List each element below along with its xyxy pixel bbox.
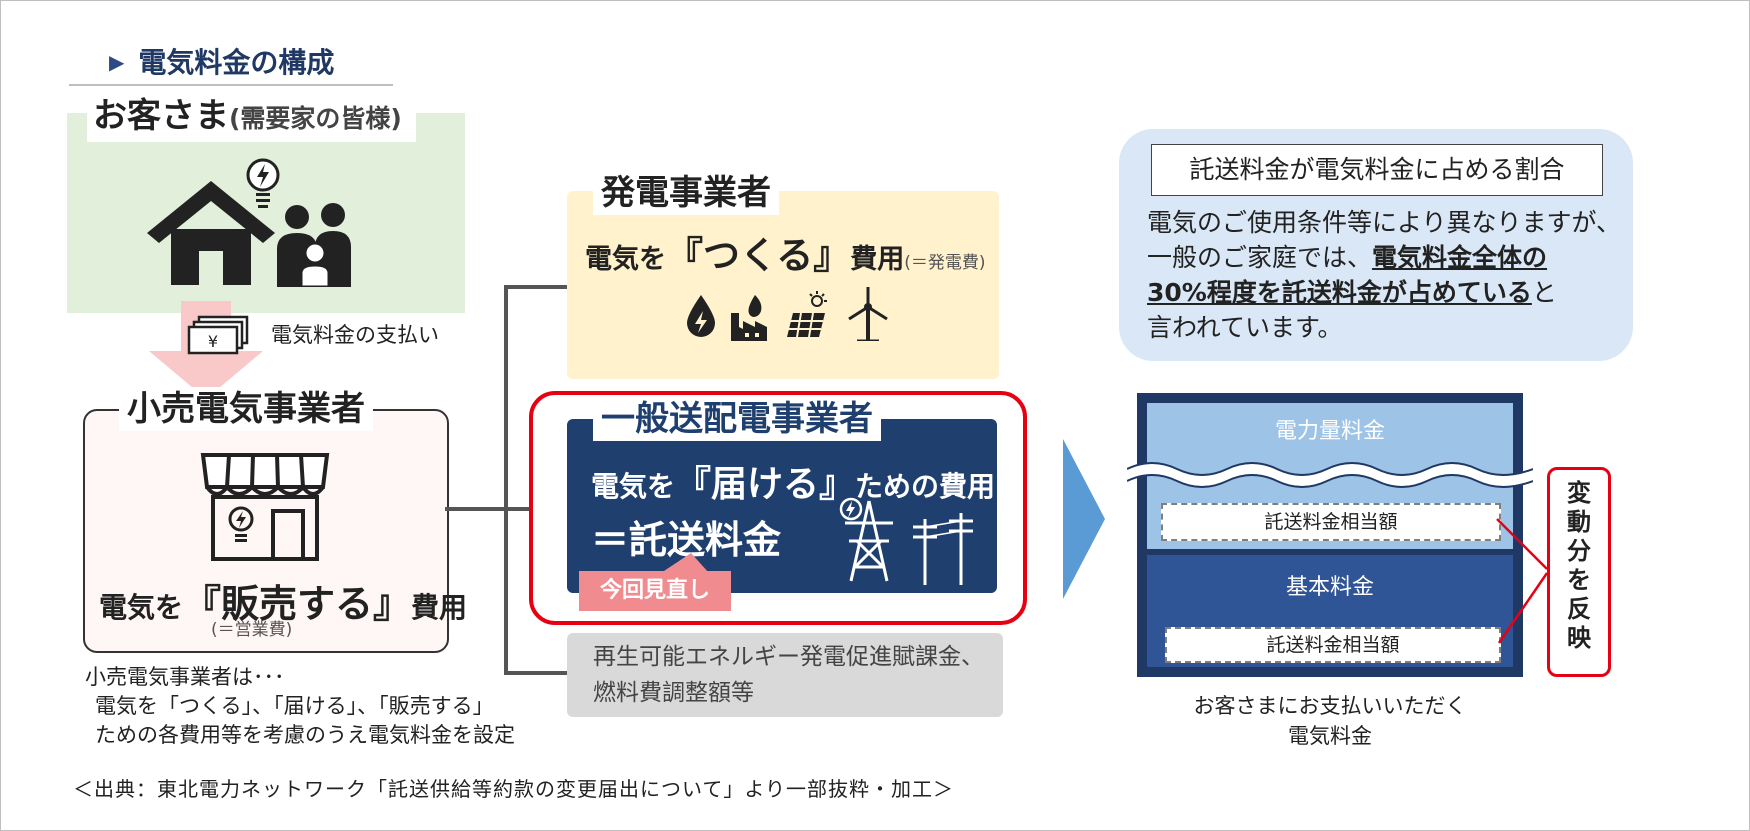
generation-cost: 電気を『つくる』費用(＝発電費): [585, 225, 986, 279]
solar-panel-icon: [787, 291, 827, 338]
reflect-label-char: 反: [1567, 595, 1591, 623]
badge-pointer: [661, 553, 709, 573]
house-icon: [147, 181, 275, 285]
customer-box: [67, 113, 465, 313]
retail-note-line: 小売電気事業者は･･･: [85, 665, 285, 689]
retail-cost-post: 費用: [411, 591, 468, 624]
transmission-tower-icon: [845, 500, 893, 582]
other-charges-line: 再生可能エネルギー発電促進賦課金、: [593, 644, 984, 670]
info-text: と: [1531, 278, 1557, 307]
retail-note-line: 電気を「つくる」、「届ける」、「販売する」: [95, 694, 494, 718]
utility-pole-icon: [913, 513, 973, 585]
retail-cost-sub: (＝営業費): [211, 620, 293, 640]
reflect-label-char: を: [1567, 566, 1591, 594]
bulb-icon: [246, 158, 280, 208]
connector-line: [504, 285, 508, 675]
yen-symbol: ¥: [208, 332, 218, 351]
transmission-fee: ＝託送料金: [591, 518, 782, 562]
wave-break-icon: [1127, 462, 1533, 488]
other-charges-text: 再生可能エネルギー発電促進賦課金、 燃料費調整額等: [593, 639, 984, 711]
connector-line: [504, 285, 567, 289]
basic-charge-label: 基本料金: [1285, 575, 1374, 600]
reflect-box: [1547, 467, 1611, 677]
retail-cost-big: 『販売する』: [183, 582, 412, 626]
payment-label: 電気料金の支払い: [271, 323, 439, 347]
info-emphasis: 電気料金全体の: [1372, 243, 1548, 272]
generation-cost-post: 費用: [850, 244, 905, 275]
bolt-bulb-icon: [839, 497, 863, 521]
revision-badge: 今回見直し: [579, 571, 731, 611]
triangle-marker: ▶: [109, 50, 125, 74]
generation-box: [567, 191, 999, 379]
flow-arrow-icon: [1063, 439, 1105, 599]
transmission-cost-big: 『届ける』: [675, 464, 856, 505]
reflect-label-char: 動: [1567, 508, 1591, 536]
info-line: 電気のご使用条件等により異なりますが、: [1147, 208, 1622, 237]
transmission-share-basic: 託送料金相当額: [1165, 627, 1501, 663]
source-citation: ＜出典：東北電力ネットワーク「託送供給等約款の変更届出について」より一部抜粋・加…: [73, 777, 954, 801]
retail-box: [83, 409, 449, 653]
info-text: 一般のご家庭では、: [1147, 243, 1373, 272]
retail-note-line: ための各費用等を考慮のうえ電気料金を設定: [95, 723, 515, 747]
customer-title-sub: (需要家の皆様): [229, 104, 402, 133]
info-line: 一般のご家庭では、電気料金全体の: [1147, 240, 1621, 275]
transmission-share-energy: 託送料金相当額: [1161, 503, 1501, 541]
info-body: 電気のご使用条件等により異なりますが、 一般のご家庭では、電気料金全体の 30%…: [1147, 205, 1621, 345]
retail-cost: 電気を『販売する』費用: [99, 573, 467, 628]
info-title: 託送料金が電気料金に占める割合: [1151, 144, 1603, 196]
reflect-label-char: 変: [1567, 479, 1591, 507]
retail-title: 小売電気事業者: [119, 387, 373, 431]
generation-cost-sub: (＝発電費): [904, 253, 986, 273]
reflect-label-char: 分: [1567, 537, 1591, 565]
transmission-cost-post: ための費用: [855, 470, 996, 503]
other-charges-line: 燃料費調整額等: [593, 680, 754, 706]
customer-title: お客さま(需要家の皆様): [87, 93, 416, 142]
transmission-cost: 電気を『届ける』ための費用: [591, 455, 995, 507]
shop-icon: [200, 453, 330, 561]
connector-line: [504, 671, 567, 675]
generation-cost-pre: 電気を: [585, 244, 666, 275]
heading-rule: [69, 84, 393, 86]
reflect-label: 変動分を反映: [1550, 479, 1608, 653]
bill-caption: お客さまにお支払いいただく 電気料金: [1137, 691, 1523, 751]
family-icon: [277, 203, 351, 287]
transmission-cost-pre: 電気を: [591, 470, 676, 503]
section-title: 電気料金の構成: [138, 46, 335, 79]
generation-cost-big: 『つくる』: [666, 234, 851, 277]
banknote-icon: ¥: [187, 315, 249, 355]
retail-cost-pre: 電気を: [99, 591, 184, 624]
reflect-label-char: 映: [1567, 624, 1591, 652]
transmission-title: 一般送配電事業者: [593, 397, 881, 441]
wind-turbine-icon: [848, 287, 888, 341]
factory-fire-icon: [731, 295, 767, 341]
energy-charge-label: 電力量料金: [1274, 419, 1385, 444]
customer-title-main: お客さま: [93, 96, 229, 136]
bill-caption-line: 電気料金: [1288, 724, 1372, 748]
other-charges-box: [567, 633, 1003, 717]
info-line: 30%程度を託送料金が占めていると: [1147, 275, 1621, 310]
section-heading: ▶ 電気料金の構成: [109, 41, 334, 81]
reflect-connector-lines: [1496, 518, 1549, 644]
info-line: 言われています。: [1147, 313, 1343, 342]
retail-note: 小売電気事業者は･･･ 電気を「つくる」、「届ける」、「販売する」 ための各費用…: [85, 663, 515, 750]
bill-caption-line: お客さまにお支払いいただく: [1193, 694, 1467, 718]
generation-title: 発電事業者: [593, 171, 779, 215]
info-emphasis: 30%程度を託送料金が占めている: [1147, 278, 1532, 307]
water-drop-icon: [687, 295, 715, 337]
